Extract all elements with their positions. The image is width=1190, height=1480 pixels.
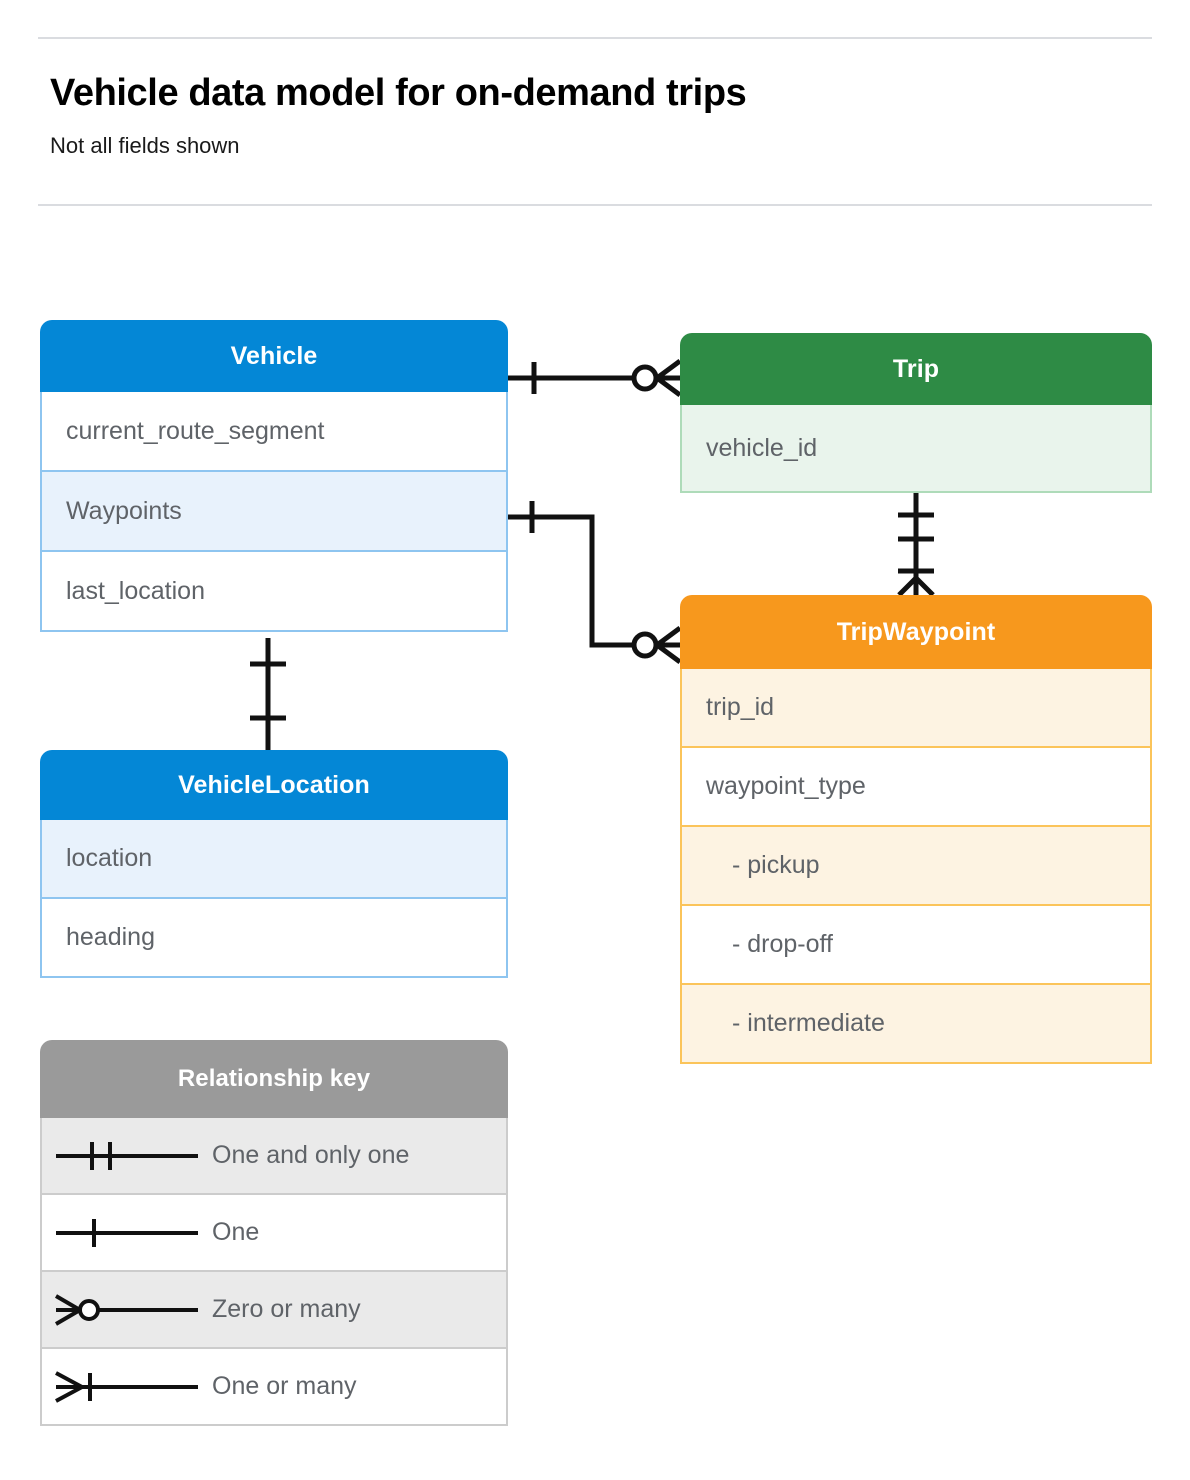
entity-tripwaypoint-field-trip-id[interactable]: trip_id [680,669,1152,748]
connector-waypoints-tripwaypoint [508,514,680,648]
legend-row-one-or-many: One or many [40,1349,508,1426]
one-and-only-one-icon [42,1134,212,1178]
entity-vehiclelocation-field-heading[interactable]: heading [40,899,508,978]
entity-vehiclelocation[interactable]: VehicleLocation location heading [40,750,508,978]
legend-label-one: One [212,1218,260,1246]
entity-vehiclelocation-title: VehicleLocation [40,750,508,820]
legend-row-one: One [40,1195,508,1272]
page-title: Vehicle data model for on-demand trips [50,72,747,114]
entity-vehicle[interactable]: Vehicle current_route_segment Waypoints … [40,320,508,632]
legend-label-one-and-only-one: One and only one [212,1141,410,1169]
legend-row-one-and-only-one: One and only one [40,1118,508,1195]
entity-trip-title: Trip [680,333,1152,405]
entity-trip-field-vehicle-id[interactable]: vehicle_id [680,405,1152,493]
zero-or-many-icon [42,1288,212,1332]
entity-tripwaypoint-value-intermediate[interactable]: - intermediate [680,985,1152,1064]
header-divider-top [38,37,1152,39]
header-divider-bottom [38,204,1152,206]
entity-vehicle-title: Vehicle [40,320,508,392]
entity-tripwaypoint[interactable]: TripWaypoint trip_id waypoint_type - pic… [680,595,1152,1064]
one-icon [42,1211,212,1255]
entity-tripwaypoint-value-pickup[interactable]: - pickup [680,827,1152,906]
entity-vehicle-field-current-route-segment[interactable]: current_route_segment [40,392,508,472]
entity-tripwaypoint-value-drop-off[interactable]: - drop-off [680,906,1152,985]
page-subtitle: Not all fields shown [50,133,240,158]
entity-vehicle-field-waypoints[interactable]: Waypoints [40,472,508,552]
relationship-key-legend: Relationship key One and only one One [40,1040,508,1426]
entity-tripwaypoint-field-waypoint-type[interactable]: waypoint_type [680,748,1152,827]
one-or-many-icon [42,1365,212,1409]
entity-tripwaypoint-title: TripWaypoint [680,595,1152,669]
legend-label-zero-or-many: Zero or many [212,1295,361,1323]
entity-trip[interactable]: Trip vehicle_id [680,333,1152,493]
entity-vehicle-field-last-location[interactable]: last_location [40,552,508,632]
entity-vehiclelocation-field-location[interactable]: location [40,820,508,899]
relationship-key-title: Relationship key [40,1040,508,1118]
legend-row-zero-or-many: Zero or many [40,1272,508,1349]
legend-label-one-or-many: One or many [212,1372,357,1400]
